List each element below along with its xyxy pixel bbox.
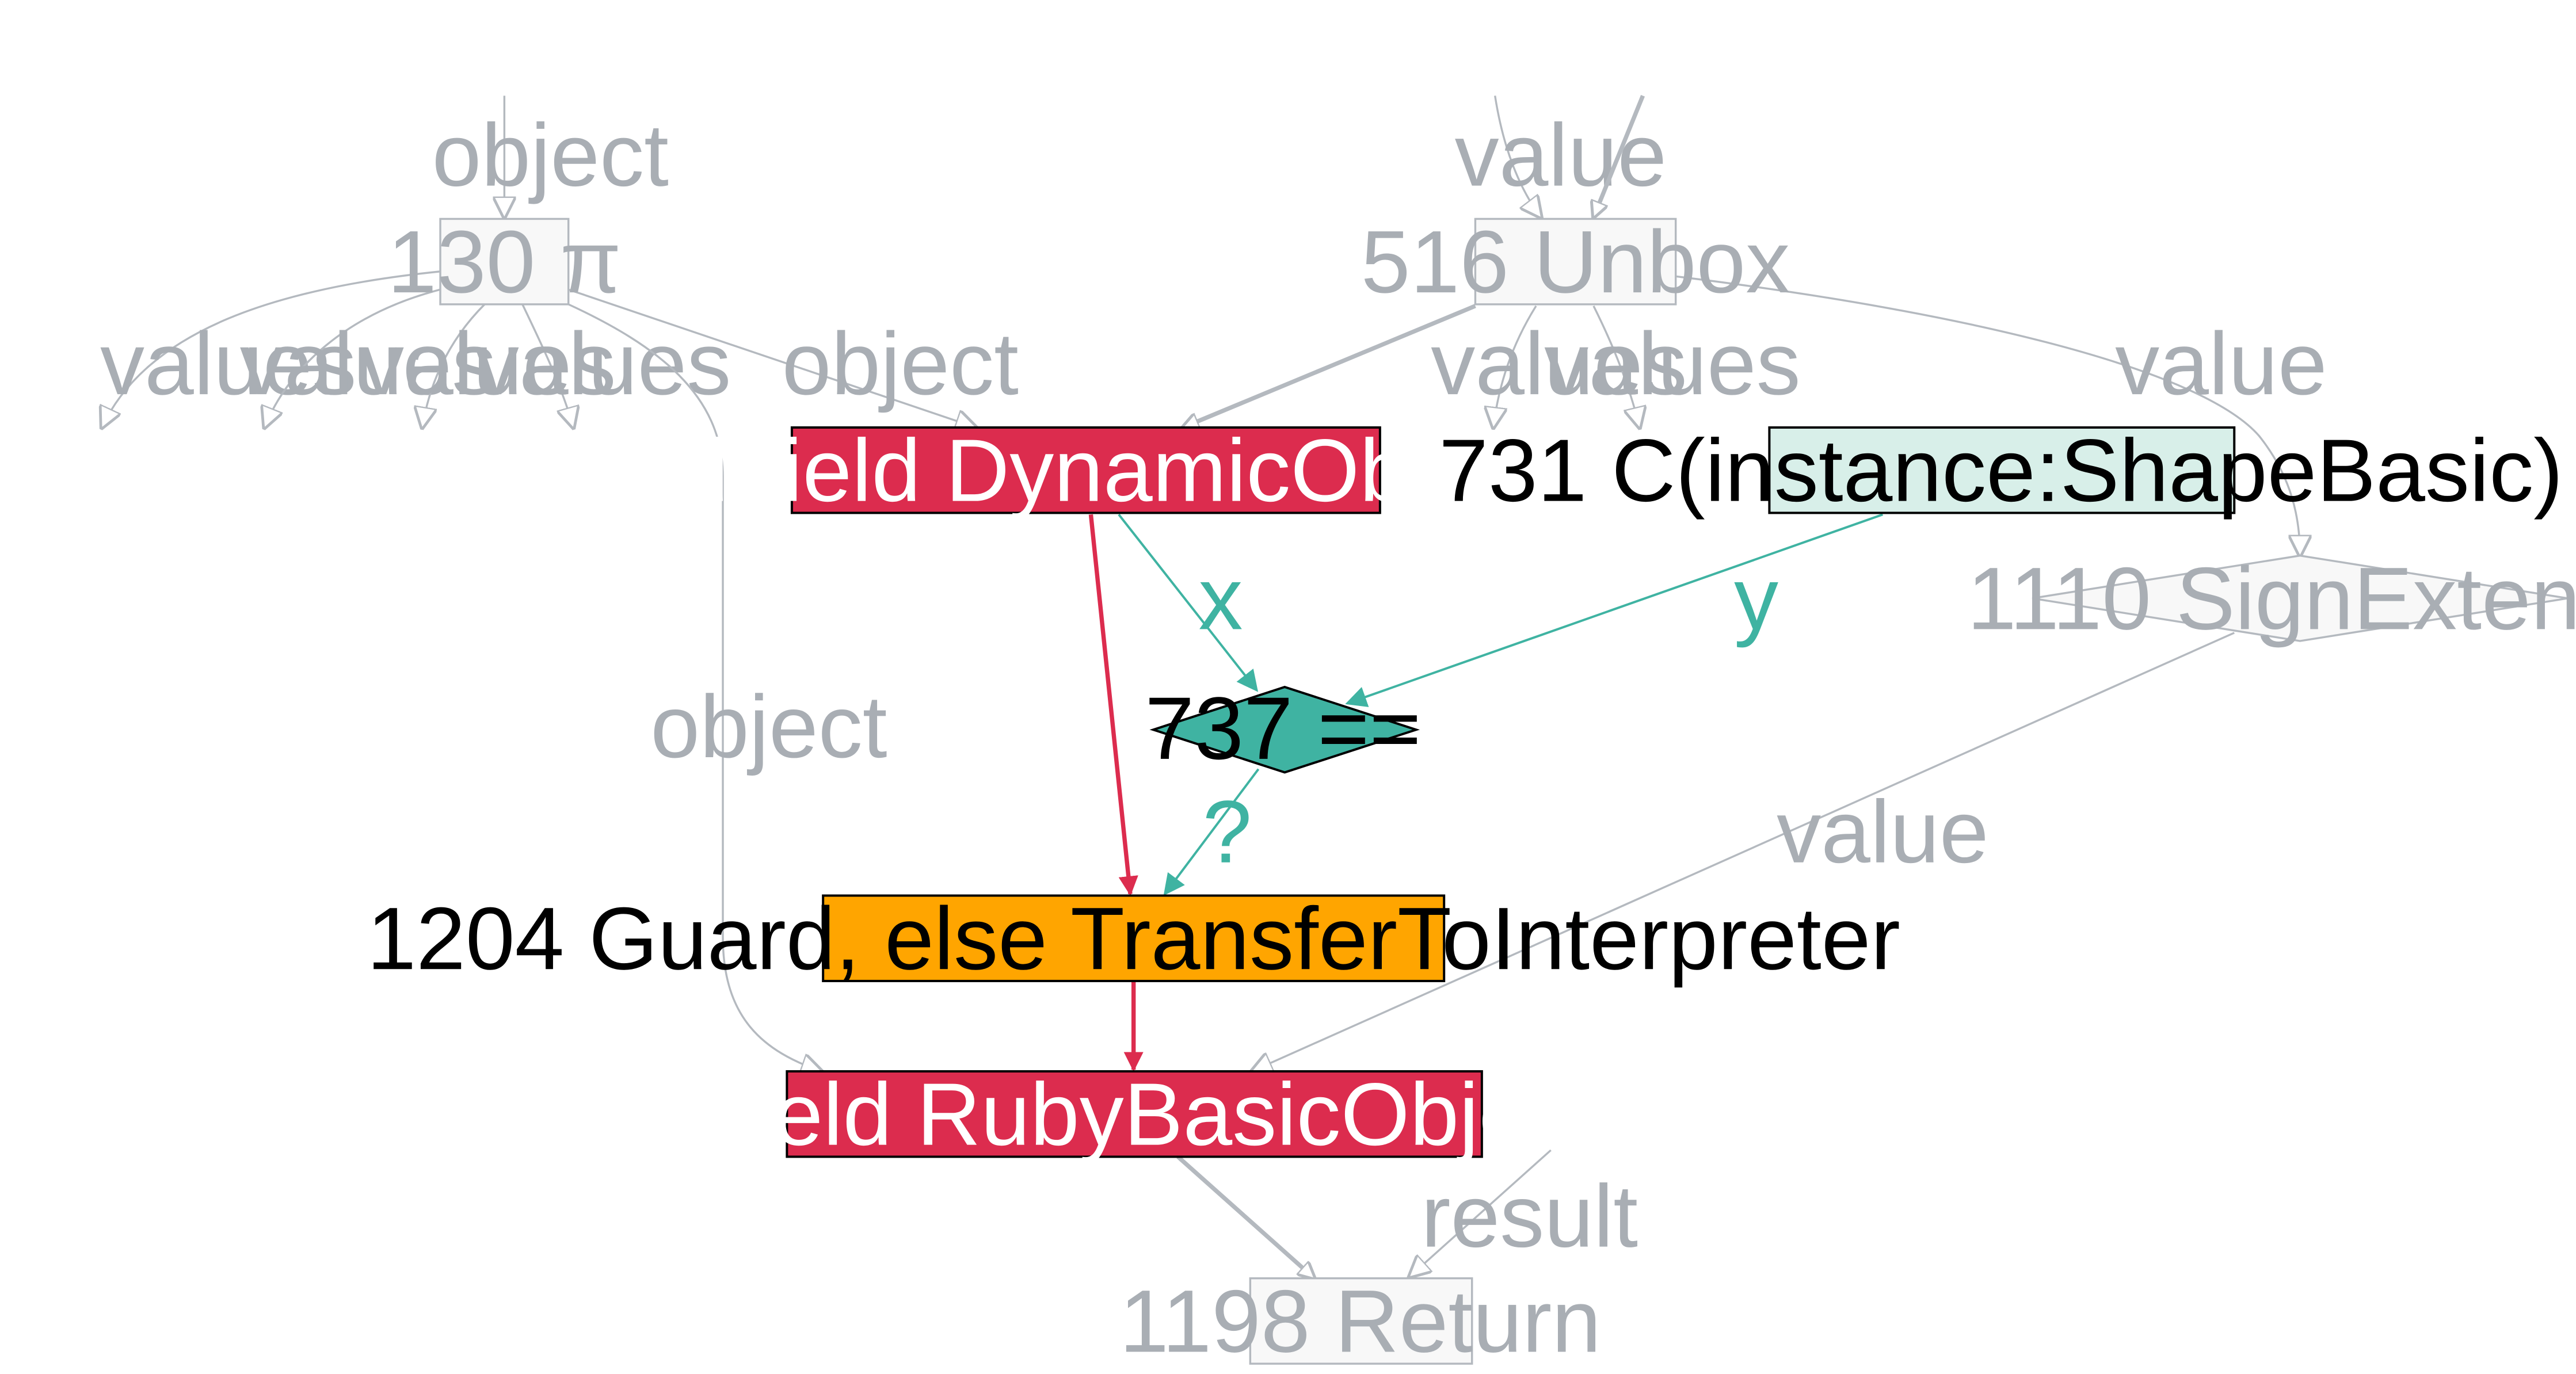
edge-signextend-to-storefield bbox=[1252, 632, 2235, 1071]
edge-label-pi-values-2: values bbox=[240, 314, 497, 413]
edge-in-unbox-control bbox=[1594, 94, 1645, 217]
node-storefield-1221[interactable]: 1221 StoreField RubyBasicObject.primitiv… bbox=[266, 1064, 2001, 1164]
edge-label-pi-values-3: values bbox=[360, 314, 616, 413]
edge-pi-values-4 bbox=[521, 304, 573, 428]
edge-in-return-result bbox=[1409, 1149, 1552, 1277]
edge-label-in-return-result: result bbox=[1421, 1166, 1638, 1266]
node-label-storefield-1221: 1221 StoreField RubyBasicObject.primitiv… bbox=[266, 1064, 2001, 1164]
node-label-const-731: 731 C(instance:ShapeBasic) bbox=[1439, 421, 2563, 520]
edge-label-unbox-to-signextend: value bbox=[2115, 314, 2327, 413]
edge-label-unbox-values-2: values bbox=[1544, 314, 1801, 413]
edge-pi-to-loadfield bbox=[568, 288, 976, 428]
edge-storefield-to-return bbox=[1176, 1155, 1314, 1278]
edge-label-in-pi-object: object bbox=[432, 105, 669, 205]
node-pi-130[interactable]: 130 π bbox=[387, 212, 621, 311]
edge-label-const-to-eq: y bbox=[1734, 548, 1778, 648]
node-label-return-1198: 1198 Return bbox=[1119, 1271, 1601, 1371]
edge-unbox-values-2 bbox=[1592, 305, 1640, 428]
node-unbox-516[interactable]: 516 Unbox bbox=[1361, 212, 1790, 311]
edge-label-pi-values-4: values bbox=[475, 314, 731, 413]
edge-in-unbox-value bbox=[1493, 96, 1541, 217]
edge-label-pi-values-1: values bbox=[100, 314, 357, 413]
node-label-loadfield-734: 734 LoadField DynamicObject.shape bbox=[359, 421, 1813, 520]
node-const-731[interactable]: 731 C(instance:ShapeBasic) bbox=[1439, 421, 2563, 520]
edge-pi-values-2 bbox=[265, 287, 447, 428]
node-signextend-1110[interactable]: 1110 SignExtend bbox=[1967, 548, 2576, 648]
node-label-signextend-1110: 1110 SignExtend bbox=[1967, 548, 2576, 648]
edge-eq-to-guard bbox=[1163, 768, 1260, 896]
node-label-unbox-516: 516 Unbox bbox=[1361, 212, 1790, 311]
node-eq-737[interactable]: 737 == bbox=[1145, 678, 1421, 778]
edge-unbox-to-loadfield bbox=[1183, 304, 1476, 428]
node-label-eq-737: 737 == bbox=[1145, 678, 1421, 778]
edge-loadfield-to-eq bbox=[1118, 514, 1259, 692]
edge-unbox-values-1 bbox=[1493, 305, 1537, 428]
node-label-pi-130: 130 π bbox=[387, 212, 621, 311]
node-label-guard-1204: 1204 Guard, else TransferToInterpreter bbox=[367, 888, 1900, 988]
edge-label-loadfield-to-eq: x bbox=[1198, 548, 1243, 648]
edge-const-to-eq bbox=[1345, 513, 1884, 707]
edge-label-unbox-values-1: values bbox=[1431, 314, 1687, 413]
edge-label-pi-to-storefield: object bbox=[650, 677, 887, 776]
edge-label-signextend-to-storefield: value bbox=[1777, 782, 1988, 881]
edge-pi-to-storefield bbox=[567, 303, 822, 1071]
node-loadfield-734[interactable]: 734 LoadField DynamicObject.shape bbox=[359, 421, 1813, 520]
edge-label-eq-to-guard: ? bbox=[1203, 782, 1252, 881]
edge-loadfield-to-guard bbox=[1088, 514, 1138, 896]
node-return-1198[interactable]: 1198 Return bbox=[1119, 1271, 1601, 1371]
node-guard-1204[interactable]: 1204 Guard, else TransferToInterpreter bbox=[367, 888, 1900, 988]
edge-pi-values-1 bbox=[102, 270, 441, 428]
edge-unbox-to-signextend bbox=[1675, 275, 2300, 555]
edge-label-pi-to-loadfield: object bbox=[782, 314, 1019, 413]
edge-pi-values-3 bbox=[422, 303, 486, 428]
